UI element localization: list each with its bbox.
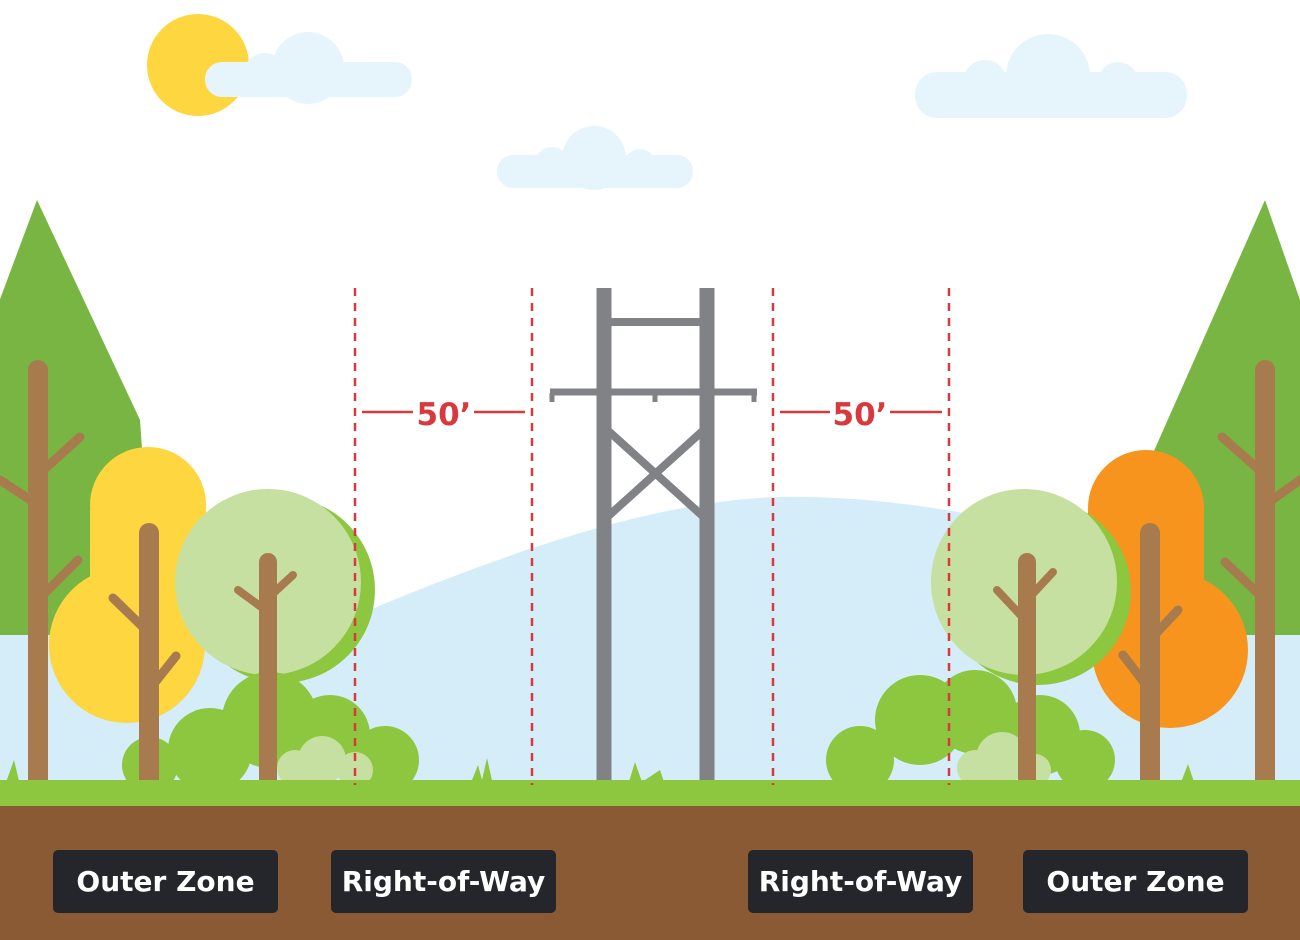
utility-tower	[549, 288, 757, 782]
cloud-right	[915, 34, 1187, 118]
measurement-right: 50’	[780, 397, 942, 433]
cloud-left	[205, 32, 412, 104]
zone-boundaries	[353, 288, 951, 785]
grass-strip	[0, 780, 1300, 810]
outer-zone-right-label: Outer Zone	[1023, 850, 1248, 913]
bush-right	[826, 670, 1115, 794]
measurement-left-label: 50’	[417, 397, 472, 433]
bush-left-light	[277, 736, 373, 788]
cloud-center	[497, 126, 693, 190]
right-of-way-right-label: Right-of-Way	[748, 850, 973, 913]
measurement-left: 50’	[362, 397, 525, 433]
outer-zone-left-label: Outer Zone	[53, 850, 278, 913]
tree-trunks	[0, 360, 1300, 810]
grass-tufts	[5, 758, 1195, 785]
right-of-way-left-label: Right-of-Way	[331, 850, 556, 913]
measurement-right-label: 50’	[833, 397, 888, 433]
